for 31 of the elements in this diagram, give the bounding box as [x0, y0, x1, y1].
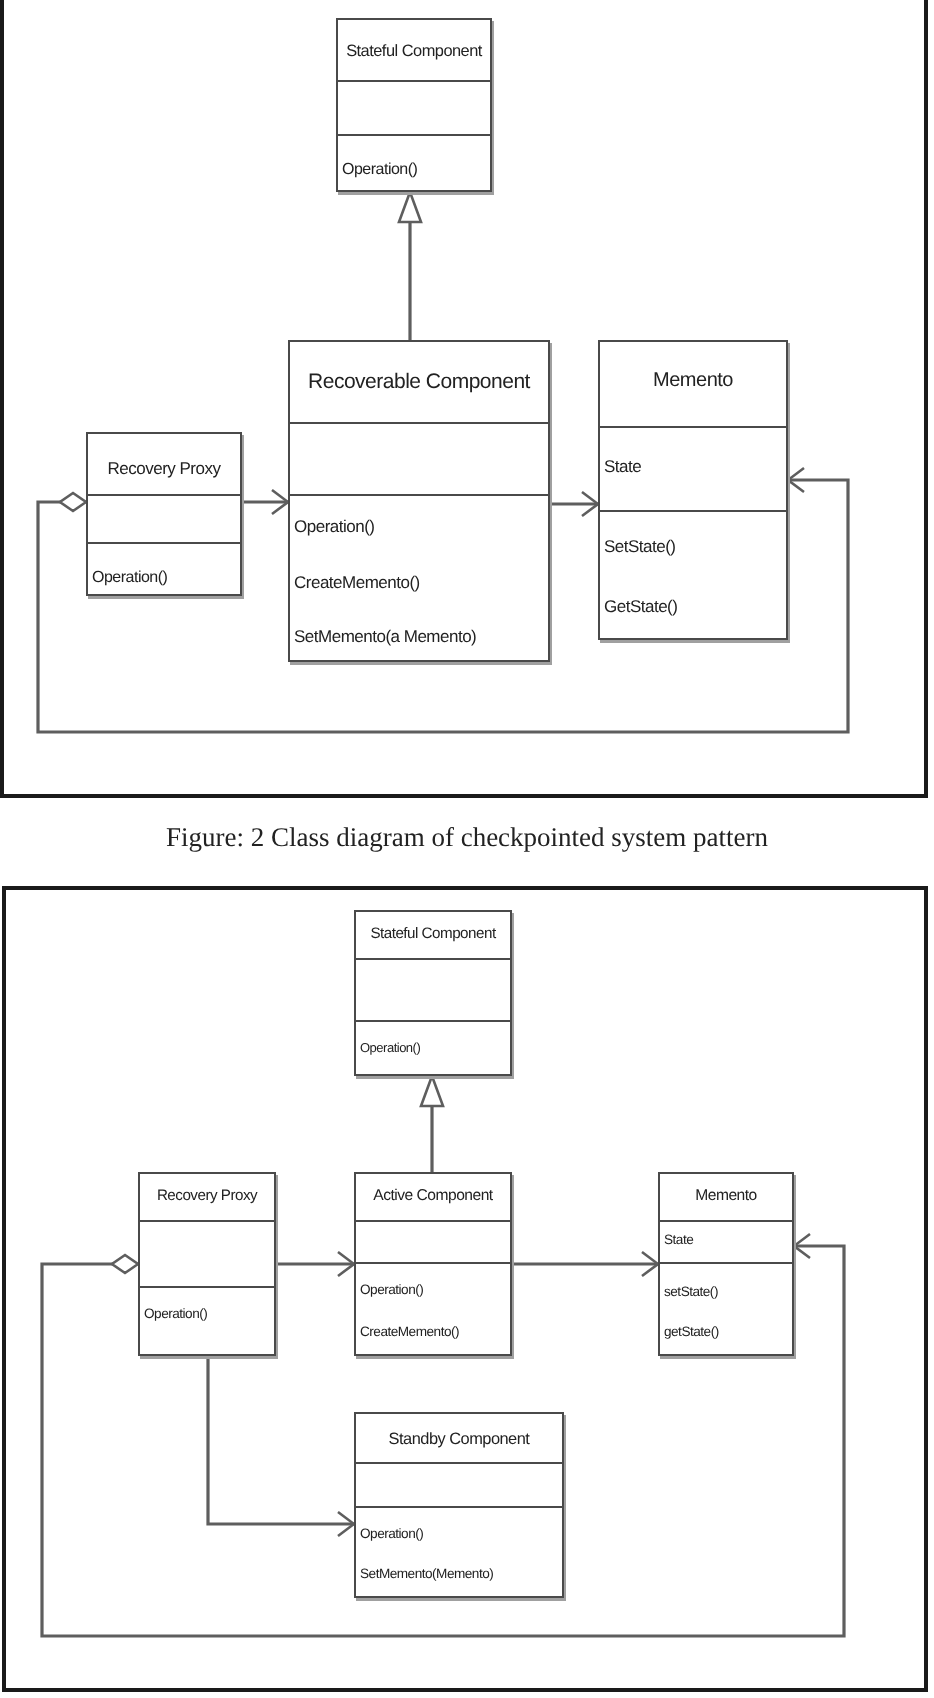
- attribute-text: State: [604, 457, 642, 475]
- class-box: [288, 340, 550, 662]
- class-box: [354, 910, 512, 1076]
- operation-text: Operation(): [342, 161, 418, 178]
- operation-text: Operation(): [92, 569, 168, 586]
- association-arrow: [276, 1250, 356, 1278]
- operation-text: GetState(): [604, 597, 678, 615]
- operation-text: CreateMemento(): [294, 573, 420, 591]
- class-box: [354, 1412, 564, 1598]
- association-arrow: [512, 1250, 660, 1278]
- association-arrow: [242, 488, 290, 516]
- class-name: Recoverable Component: [308, 371, 530, 393]
- class-box: [598, 340, 788, 640]
- figure-caption: Figure: 2 Class diagram of checkpointed system pattern: [165, 824, 769, 854]
- association-arrow: [550, 490, 600, 518]
- generalization-arrow: [397, 190, 423, 340]
- class-box: [138, 1172, 276, 1356]
- class-name: Memento: [653, 371, 733, 392]
- operation-text: Operation(): [294, 517, 375, 535]
- class-box: [658, 1172, 794, 1356]
- operation-text: SetState(): [604, 537, 676, 555]
- class-name: Stateful Component: [346, 43, 482, 60]
- class-name: Recovery Proxy: [107, 459, 221, 477]
- class-box: [336, 18, 492, 192]
- generalization-arrow: [419, 1074, 445, 1172]
- operation-text: SetMemento(a Memento): [294, 627, 477, 645]
- class-box: [354, 1172, 512, 1356]
- association-arrow: [206, 1356, 356, 1538]
- class-box: [86, 432, 242, 596]
- class-name: Standby Component: [388, 1431, 530, 1448]
- aggregation-arrow: [40, 1232, 846, 1638]
